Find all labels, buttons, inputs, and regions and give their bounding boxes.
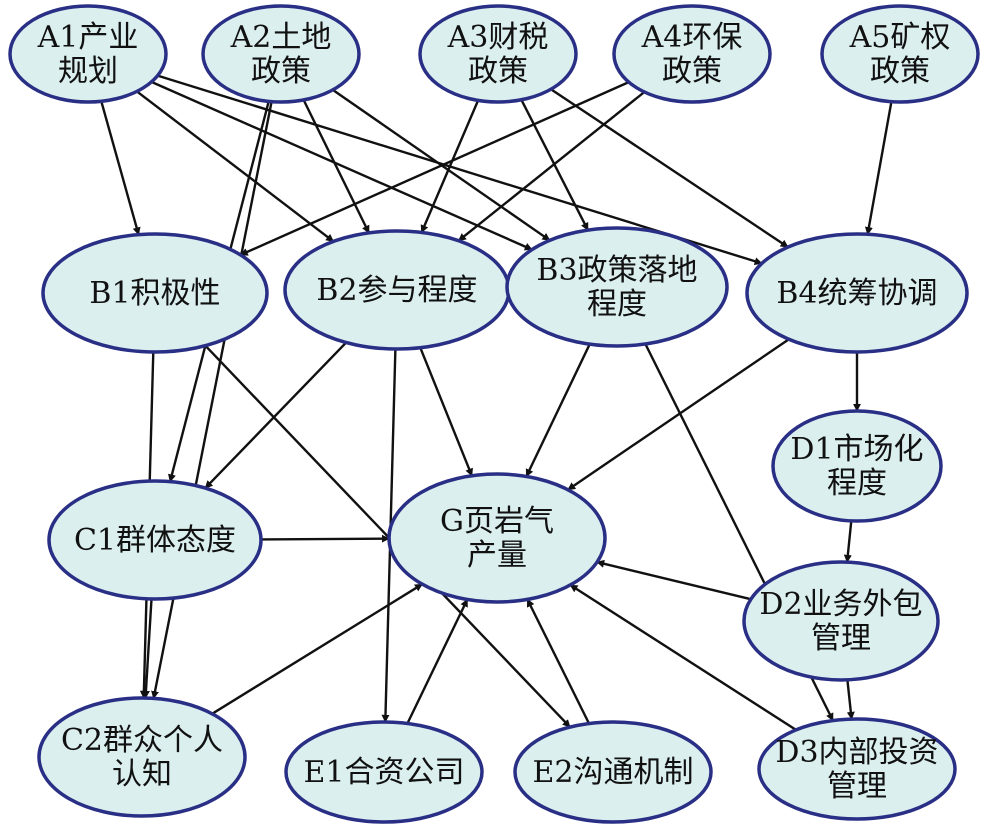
node-label-line: C2群众个人 — [61, 723, 223, 758]
node-ellipse — [745, 232, 969, 354]
node-ellipse — [387, 472, 607, 604]
node-label-line: B3政策落地 — [536, 253, 697, 288]
node-label-line: 管理 — [827, 769, 887, 804]
node-label-line: B1积极性 — [89, 276, 220, 311]
node-ellipse — [41, 232, 269, 354]
node-label-line: 管理 — [811, 621, 871, 656]
node-label-line: E2沟通机制 — [533, 755, 694, 790]
edge-a5-to-b4 — [864, 101, 893, 236]
node-ellipse — [37, 696, 247, 818]
node-label-line: A5矿权 — [849, 20, 951, 55]
edge-a3-to-b4 — [550, 88, 789, 249]
node-label-line: A2土地 — [230, 20, 332, 55]
node-ellipse — [8, 4, 168, 104]
edge-b2-to-g — [419, 347, 474, 477]
edge-c2-to-g — [211, 583, 423, 715]
edge-e1-to-g — [406, 598, 469, 725]
node-label-line: A1产业 — [37, 20, 139, 55]
edge-a4-to-b1 — [239, 81, 630, 256]
node-ellipse — [820, 4, 980, 104]
edge-b4-to-g — [567, 338, 790, 491]
edge-a2-to-c2 — [151, 101, 273, 700]
node-label-line: 政策 — [251, 54, 311, 89]
node-label-line: B2参与程度 — [316, 273, 477, 308]
node-label-line: D1市场化 — [790, 432, 923, 467]
edge-c1-to-c2 — [141, 598, 153, 699]
edge-e2-to-g — [526, 598, 591, 725]
edge-b3-to-g — [525, 343, 591, 478]
node-b4: B4统筹协调 — [745, 232, 969, 354]
node-label-line: 规划 — [58, 54, 118, 89]
node-ellipse — [742, 560, 940, 682]
node-ellipse — [505, 226, 729, 348]
node-e2: E2沟通机制 — [513, 720, 713, 824]
edge-a1-to-b1 — [100, 100, 141, 236]
edge-d2-to-g — [596, 559, 752, 601]
node-c1: C1群体态度 — [47, 479, 263, 601]
node-ellipse — [757, 717, 957, 821]
edge-a2-to-b2 — [302, 99, 370, 234]
edge-c1-to-g — [260, 534, 390, 543]
node-ellipse — [612, 4, 772, 104]
node-label-line: 产量 — [467, 538, 527, 573]
node-b2: B2参与程度 — [283, 229, 511, 351]
node-ellipse — [771, 409, 943, 523]
edge-a4-to-b2 — [457, 91, 646, 242]
node-ellipse — [418, 4, 578, 104]
node-ellipse — [201, 4, 361, 104]
node-label-line: D3内部投资 — [775, 735, 938, 770]
node-label-line: 程度 — [827, 466, 887, 501]
node-label-line: 认知 — [112, 757, 172, 792]
edge-a1-to-b2 — [136, 90, 335, 243]
node-e1: E1合资公司 — [284, 720, 484, 824]
node-label-line: E1合资公司 — [304, 755, 465, 790]
node-label-line: B4统筹协调 — [776, 276, 937, 311]
node-label-line: G页岩气 — [440, 504, 554, 539]
edge-a1-to-b3 — [150, 80, 533, 251]
edge-a3-to-b2 — [420, 99, 480, 234]
node-ellipse — [47, 479, 263, 601]
node-label-line: A4环保 — [641, 20, 743, 55]
node-label-line: A3财税 — [447, 20, 549, 55]
node-label-line: 程度 — [587, 287, 647, 322]
node-ellipse — [284, 720, 484, 824]
edge-b2-to-c1 — [204, 341, 347, 489]
edge-d1-to-d2 — [843, 520, 853, 563]
edge-d3-to-g — [569, 583, 797, 731]
node-label-line: 政策 — [870, 54, 930, 89]
node-ellipse — [513, 720, 713, 824]
node-label-line: 政策 — [662, 54, 722, 89]
node-label-line: D2业务外包 — [759, 587, 922, 622]
edge-d2-to-d3 — [846, 679, 855, 720]
node-label-line: 政策 — [468, 54, 528, 89]
node-label-line: C1群体态度 — [74, 523, 236, 558]
node-b1: B1积极性 — [41, 232, 269, 354]
